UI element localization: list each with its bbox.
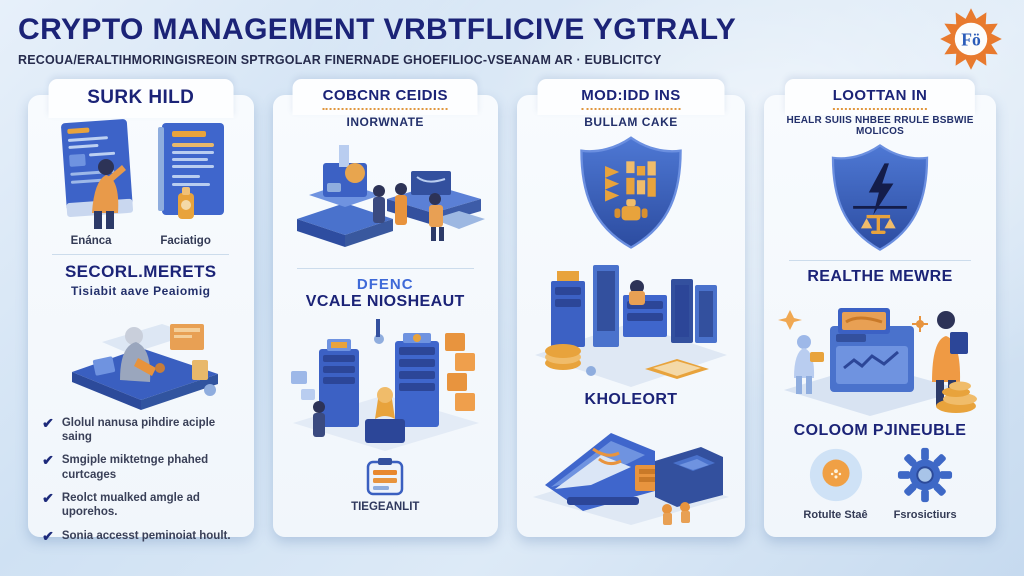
tab-loottan-in: LOOTTAN IN — [784, 78, 976, 115]
platform-people-illustration — [283, 133, 487, 261]
card-surk-hild: SURK HILD — [28, 78, 254, 543]
scales-icon — [860, 214, 896, 234]
divider — [52, 253, 230, 255]
check-icon: ✔ — [42, 490, 54, 506]
section-title: REALTHE MEWRE — [807, 267, 953, 285]
monitoring-machine-illustration — [774, 286, 986, 422]
city-buildings-illustration — [527, 251, 735, 391]
machine-conveyor-illustration — [527, 413, 735, 525]
orange-dot-circle-icon — [809, 448, 862, 501]
rotate-status-cell: Rotulte Staê — [803, 446, 868, 521]
footer-label: TIEGEANLIT — [351, 500, 420, 513]
checklist-text: Sonia accesst peminoiat hoult. — [61, 529, 231, 542]
checklist-text: Glolul nanusa pihdire aciple saing — [61, 416, 216, 443]
server-towers-illustration — [283, 311, 487, 453]
icon-label: Rotulte Staê — [803, 508, 868, 521]
tab-surk-hild: SURK HILD — [48, 78, 234, 118]
page-subtitle: RECOUA/ERALTIHMORINGISREOIN SPTRGOLAR FI… — [18, 52, 662, 67]
column-subtitle: HEALR SUIIS NHBEE RRULE BSBWIE MOLICOS — [786, 114, 974, 137]
checklist: ✔ Glolul nanusa pihdire aciple saing ✔ S… — [42, 416, 239, 544]
dashboard-and-document-illustration — [42, 113, 240, 235]
gold-tray — [645, 358, 709, 379]
check-icon: ✔ — [42, 452, 54, 469]
seal-icon — [177, 186, 194, 219]
trophy-icon — [365, 386, 406, 443]
logo-monogram: Fö — [961, 30, 981, 50]
shield-bolt-icon — [824, 141, 936, 253]
tab-cobcnr-ceidis: COBCNR CEIDIS — [292, 78, 478, 115]
sun-logo-icon: Fö — [938, 6, 1004, 72]
gear-icon — [898, 447, 953, 502]
check-icon: ✔ — [42, 527, 54, 544]
panel-label: Enánca — [70, 234, 112, 247]
checklist-item: ✔ Smgiple miktetnge phahed curtcages — [42, 453, 239, 482]
accent-title: DFENC — [356, 275, 414, 293]
section-title: SECORL.MERETS — [64, 261, 217, 281]
icon-label: Fsrosictiurs — [893, 508, 957, 521]
card-loottan-in: LOOTTAN IN HEALR SUIIS NHBEE RRULE BSBWI… — [764, 78, 996, 537]
gold-robot-icon — [614, 198, 648, 220]
card-modidd-ins: MOD:IDD INS BULLAM CAKE — [517, 78, 745, 537]
column-subtitle: BULLAM CAKE — [584, 114, 678, 129]
column-subtitle: INORWNATE — [346, 114, 424, 129]
gold-chart — [605, 160, 656, 201]
check-icon: ✔ — [42, 414, 54, 431]
section-subtitle: Tisiabit aave Peaiomig — [70, 283, 211, 298]
footer-icons-row: Rotulte Staê — [803, 446, 957, 521]
section-title: VCALE NIOSHEAUT — [305, 292, 465, 310]
panel-label: Faciatigo — [160, 234, 211, 247]
divider — [296, 267, 474, 269]
checklist-item: ✔ Sonia accesst peminoiat hoult. — [42, 529, 239, 543]
footer-title: COLOOM PJINEUBLE — [793, 421, 967, 439]
desk-scene-illustration — [42, 302, 240, 410]
checklist-item: ✔ Glolul nanusa pihdire aciple saing — [42, 416, 239, 445]
coin-stack-icon — [936, 381, 977, 413]
bolt-icon — [868, 162, 894, 215]
section-title: KHOLEORT — [584, 390, 678, 408]
card-cobcnr-ceidis: COBCNR CEIDIS INORWNATE — [272, 78, 498, 537]
coins-icon — [545, 343, 581, 370]
gear-cell: Fsrosictiurs — [894, 446, 957, 521]
page-header: CRYPTO MANAGEMENT VRBTFLICIVE YGTRALY RE… — [0, 0, 1024, 70]
columns-container: SURK HILD — [0, 67, 1024, 543]
panel-labels: Enánca Faciatigo — [46, 235, 235, 247]
checklist-text: Reolct mualked amgle ad uporehos. — [61, 492, 200, 519]
checklist-item: ✔ Reolct mualked amgle ad uporehos. — [42, 491, 239, 520]
page-title: CRYPTO MANAGEMENT VRBTFLICIVE YGTRALY — [18, 13, 737, 46]
checklist-text: Smgiple miktetnge phahed curtcages — [61, 454, 209, 481]
shield-chart-icon — [572, 133, 690, 251]
clipboard-icon — [364, 457, 406, 497]
orange-blocks — [445, 332, 476, 411]
divider — [788, 259, 972, 261]
tab-modidd-ins: MOD:IDD INS — [537, 78, 725, 115]
